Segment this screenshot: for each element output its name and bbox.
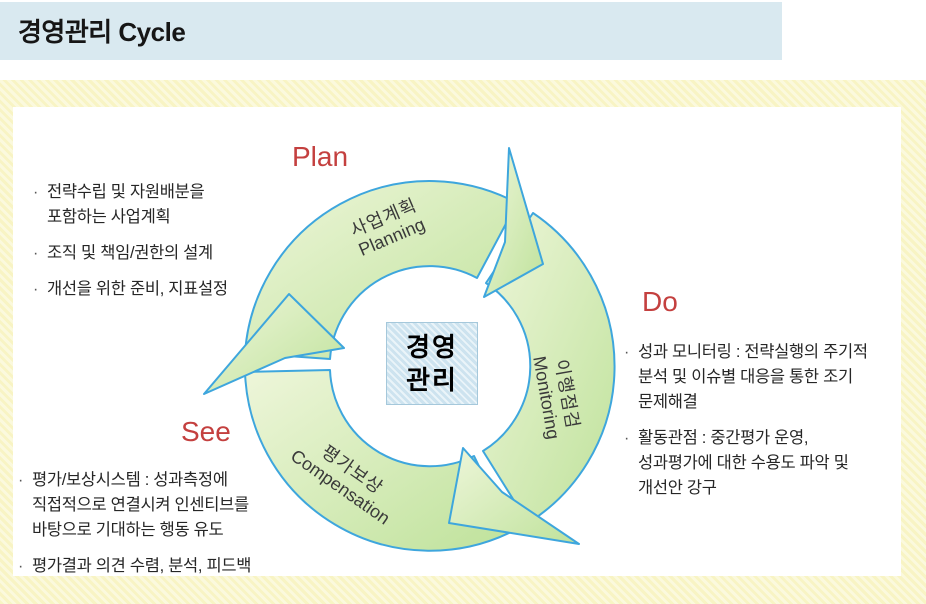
center-box-line1: 경영	[406, 332, 458, 362]
bullet-text-line: 바탕으로 기대하는 행동 유도	[32, 521, 224, 539]
bullet-text-line: 문제해결	[638, 393, 698, 411]
center-box-line2: 관리	[406, 364, 458, 395]
bullet-text-line: 활동관점 : 중간평가 운영,	[638, 429, 809, 447]
list-item: · 개선을 위한 준비, 지표설정	[33, 277, 283, 302]
bullet-text-line: 직접적으로 연결시켜 인센티브를	[32, 496, 249, 514]
bullet-icon: ·	[624, 430, 630, 447]
do-bullet-list: · 성과 모니터링 : 전략실행의 주기적 분석 및 이슈별 대응을 통한 조기…	[624, 340, 904, 512]
cycle-center-box: 경영 관리	[386, 322, 478, 405]
phase-label-plan: Plan	[292, 141, 349, 172]
bullet-text-line: 포함하는 사업계획	[47, 208, 171, 226]
bullet-icon: ·	[18, 472, 24, 489]
planning-arc	[244, 180, 518, 360]
see-bullet-list: · 평가/보상시스템 : 성과측정에 직접적으로 연결시켜 인센티브를 바탕으로…	[18, 468, 328, 590]
phase-label-do: Do	[642, 286, 678, 317]
monitoring-arc	[482, 212, 616, 524]
arrowhead-left-icon	[203, 293, 345, 395]
list-item: · 활동관점 : 중간평가 운영, 성과평가에 대한 수용도 파악 및 개선안 …	[624, 426, 904, 501]
title-banner	[0, 2, 782, 60]
bullet-text-line: 전략수립 및 자원배분을	[47, 183, 205, 201]
bullet-text-line: 조직 및 책임/권한의 설계	[47, 244, 213, 262]
list-item: · 조직 및 책임/권한의 설계	[33, 241, 283, 266]
list-item: · 평가/보상시스템 : 성과측정에 직접적으로 연결시켜 인센티브를 바탕으로…	[18, 468, 328, 543]
bullet-icon: ·	[33, 184, 39, 201]
page-title: 경영관리 Cycle	[18, 17, 186, 47]
arrowhead-bottom-icon	[448, 447, 580, 545]
list-item: · 성과 모니터링 : 전략실행의 주기적 분석 및 이슈별 대응을 통한 조기…	[624, 340, 904, 415]
bullet-text-line: 평가결과 의견 수렴, 분석, 피드백	[32, 557, 252, 575]
bullet-text-line: 개선을 위한 준비, 지표설정	[47, 280, 228, 298]
list-item: · 전략수립 및 자원배분을 포함하는 사업계획	[33, 180, 283, 230]
phase-label-see: See	[181, 416, 231, 447]
bullet-text-line: 평가/보상시스템 : 성과측정에	[32, 471, 228, 489]
compensation-arc	[244, 369, 512, 552]
bullet-text-line: 성과평가에 대한 수용도 파악 및	[638, 454, 849, 472]
bullet-text-line: 개선안 강구	[638, 479, 717, 497]
bullet-icon: ·	[33, 245, 39, 262]
bullet-icon: ·	[624, 344, 630, 361]
list-item: · 평가결과 의견 수렴, 분석, 피드백	[18, 554, 328, 579]
bullet-icon: ·	[18, 558, 24, 575]
plan-bullet-list: · 전략수립 및 자원배분을 포함하는 사업계획 · 조직 및 책임/권한의 설…	[33, 180, 283, 313]
bullet-text-line: 성과 모니터링 : 전략실행의 주기적	[638, 343, 868, 361]
arrowhead-top-right-icon	[483, 147, 544, 298]
bullet-text-line: 분석 및 이슈별 대응을 통한 조기	[638, 368, 853, 386]
bullet-icon: ·	[33, 281, 39, 298]
